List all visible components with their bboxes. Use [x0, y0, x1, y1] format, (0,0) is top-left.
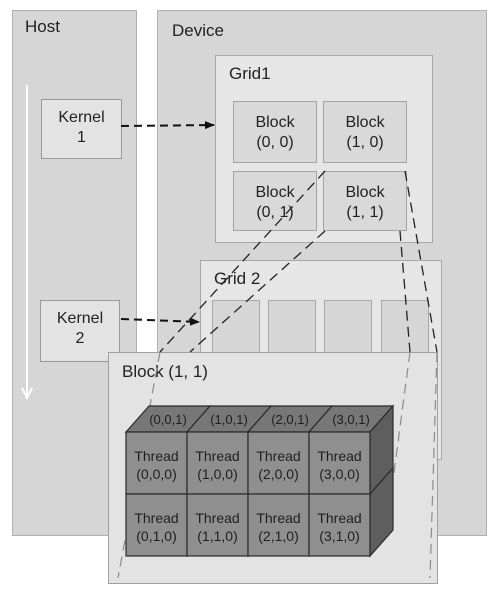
thread-label: Thread [317, 510, 361, 526]
host-timeline-arrowhead [21, 387, 33, 401]
thread-cube: (0,0,1) (1,0,1) (2,0,1) (3,0,1) Thread (0,0,0… [124, 404, 395, 558]
grid1-block-0-0: Block (0, 0) [233, 101, 317, 163]
thread-front-face [308, 431, 371, 495]
thread-front-face [186, 493, 249, 557]
zoom-lines-front [159, 170, 438, 353]
kernel-1-to-grid1-arrow [120, 121, 215, 130]
host-panel: Host [12, 10, 137, 536]
block-detail-label: Block (1, 1) [122, 362, 208, 381]
thread-coord: (2,1,0) [258, 528, 298, 544]
back-thread-coord: (0,0,1) [149, 412, 187, 427]
grid1-block-1-0: Block (1, 0) [323, 101, 407, 163]
block-1-0-coord: (1, 0) [346, 134, 384, 151]
thread-front-face [247, 493, 310, 557]
thread-coord: (3,0,0) [319, 466, 359, 482]
kernel-1-number: 1 [77, 129, 86, 146]
block-0-1-name: Block [255, 184, 295, 201]
block-0-0-coord: (0, 0) [256, 134, 294, 151]
kernel-2-number: 2 [75, 330, 85, 347]
zoom-line [404, 170, 438, 353]
thread-label: Thread [317, 448, 361, 464]
block-0-0-name: Block [255, 114, 295, 131]
thread-label: Thread [195, 448, 239, 464]
block-1-1-coord: (1, 1) [346, 204, 384, 221]
grid1-label: Grid1 [229, 64, 271, 83]
thread-coord: (1,0,0) [197, 466, 237, 482]
zoom-line [399, 230, 411, 353]
thread-label: Thread [195, 510, 239, 526]
kernel-2-name: Kernel [56, 310, 104, 327]
block-1-1-name: Block [345, 184, 385, 201]
kernel-1-box: Kernel 1 [41, 99, 122, 159]
back-thread-coord: (3,0,1) [332, 412, 370, 427]
block-1-0-name: Block [345, 114, 385, 131]
grid2-block-cell [268, 300, 316, 360]
kernel-1-name: Kernel [58, 109, 105, 126]
thread-front-face [308, 493, 371, 557]
thread-label: Thread [134, 510, 178, 526]
thread-label: Thread [256, 510, 300, 526]
grid1-block-0-1: Block (0, 1) [233, 171, 317, 231]
thread-label: Thread [256, 448, 300, 464]
grid1-block-1-1: Block (1, 1) [323, 171, 407, 231]
back-thread-coord: (2,0,1) [271, 412, 309, 427]
grid2-label: Grid 2 [214, 269, 261, 288]
thread-label: Thread [134, 448, 178, 464]
back-thread-coord: (1,0,1) [210, 412, 248, 427]
thread-front-face [125, 493, 188, 557]
host-label: Host [25, 17, 60, 36]
grid2-block-cell [324, 300, 372, 360]
thread-coord: (2,0,0) [258, 466, 298, 482]
thread-front-face [247, 431, 310, 495]
thread-coord: (1,1,0) [197, 528, 237, 544]
zoom-line [429, 351, 438, 579]
thread-coord: (3,1,0) [319, 528, 359, 544]
zoom-line [159, 170, 326, 353]
block-0-1-coord: (0, 1) [256, 204, 294, 221]
kernel-2-box: Kernel 2 [40, 300, 120, 362]
kernel-2-to-grid2-arrow [120, 317, 200, 326]
thread-coord: (0,0,0) [136, 466, 176, 482]
device-label: Device [172, 21, 224, 40]
thread-coord: (0,1,0) [136, 528, 176, 544]
thread-front-face [186, 431, 249, 495]
zoom-line [189, 230, 326, 353]
